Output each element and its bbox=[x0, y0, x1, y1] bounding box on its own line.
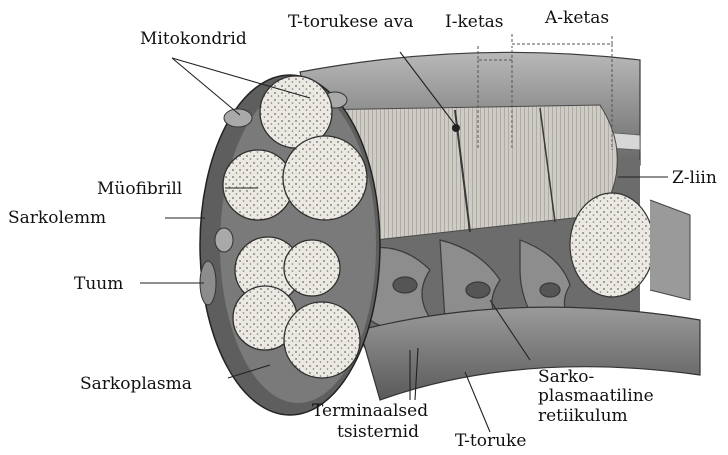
label-sarkoplasma: Sarkoplasma bbox=[80, 374, 192, 394]
label-plasmaatiline: plasmaatiline bbox=[538, 386, 654, 406]
label-tsisternid: tsisternid bbox=[337, 422, 419, 442]
label-z-liin: Z-liin bbox=[672, 168, 717, 188]
label-mitokondrid: Mitokondrid bbox=[140, 29, 247, 49]
label-sarkolemm: Sarkolemm bbox=[8, 208, 106, 228]
label-tuum: Tuum bbox=[74, 274, 123, 294]
label-retiikulum: retiikulum bbox=[538, 406, 628, 426]
label-sarko: Sarko- bbox=[538, 367, 594, 387]
side-myofibril-ribs bbox=[650, 200, 690, 300]
side-myofibril-face bbox=[570, 193, 654, 297]
label-terminaalsed: Terminaalsed bbox=[312, 401, 428, 421]
label-t-torukese-ava: T-torukese ava bbox=[288, 12, 413, 32]
label-muofibrill: Müofibrill bbox=[97, 179, 182, 199]
label-a-ketas: A-ketas bbox=[544, 8, 609, 28]
label-t-toruke: T-toruke bbox=[455, 431, 526, 450]
label-i-ketas: I-ketas bbox=[445, 12, 504, 32]
